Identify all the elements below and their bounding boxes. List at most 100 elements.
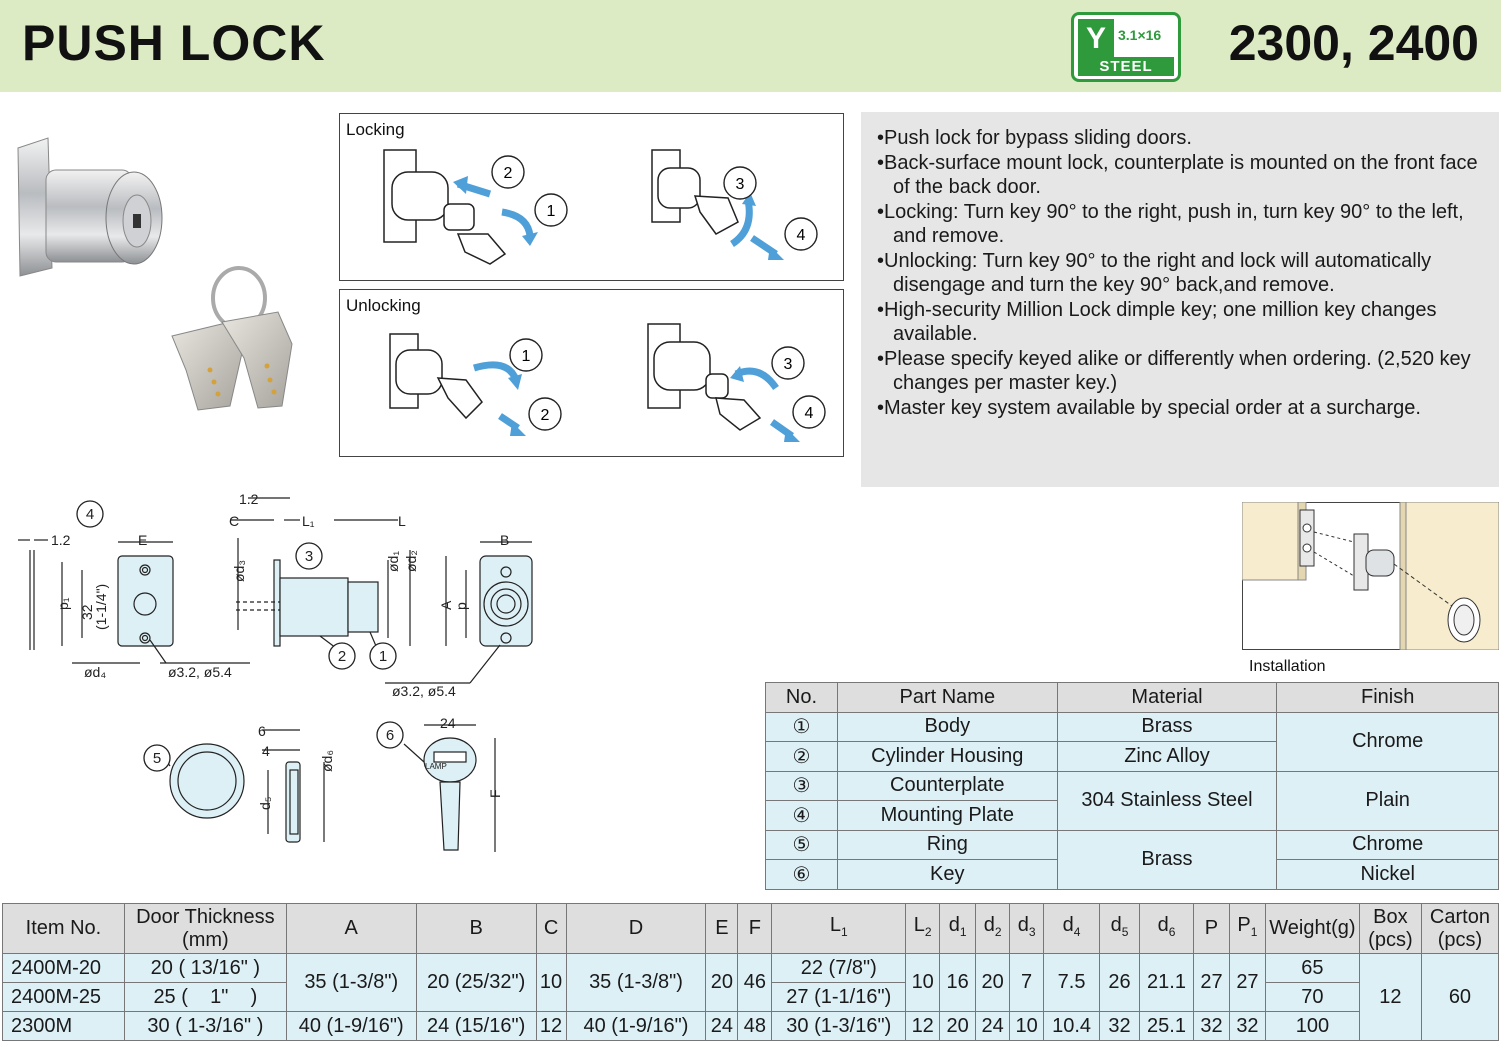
part-name: Key (836, 859, 1058, 890)
cell-d5: 32 (1099, 1011, 1141, 1041)
col-f: F (737, 903, 773, 954)
col-c: C (535, 903, 567, 954)
dim-od4: ød₄ (84, 664, 106, 680)
col-a: A (285, 903, 417, 954)
step-1: 1 (547, 203, 556, 220)
dim-p: p (453, 602, 469, 610)
dim-od6: ød₆ (319, 750, 335, 772)
cell-e: 20 (705, 953, 739, 1012)
header-bar: PUSH LOCK Y 3.1×16 STEEL 2300, 2400 (0, 0, 1501, 92)
dim-1-2-a: 1.2 (51, 532, 71, 548)
step-3: 3 (736, 176, 745, 193)
col-d6: d6 (1139, 903, 1194, 954)
table-row: ⑥ Key Nickel (765, 859, 1499, 890)
part-name: Ring (836, 829, 1058, 860)
cell-l1: 22 (7/8") (771, 953, 907, 983)
badge-material: STEEL (1078, 57, 1174, 76)
col-b: B (415, 903, 537, 954)
col-l1: L1 (771, 903, 907, 954)
dim-l: L (398, 513, 406, 529)
dim-p1: p₁ (55, 597, 71, 610)
dim-f: F (487, 789, 503, 798)
dim-l1: L₁ (302, 513, 315, 529)
dim-32-in: (1-1/4") (93, 584, 109, 630)
cell-d4: 10.4 (1043, 1011, 1101, 1041)
cell-l2: 12 (905, 1011, 941, 1041)
table-row: ③ Counterplate 304 Stainless Steel Plain (765, 770, 1499, 831)
cell-b: 24 (15/16") (415, 1011, 537, 1041)
locking-label: Locking (346, 120, 405, 139)
col-d4: d4 (1043, 903, 1101, 954)
cell-d1: 16 (939, 953, 977, 1012)
dim-od1: ød₁ (385, 551, 401, 572)
part-finish: Chrome (1276, 711, 1499, 772)
col-p1: P1 (1228, 903, 1266, 954)
callout-5: 5 (153, 750, 161, 767)
feature-item: High-security Million Lock dimple key; o… (877, 298, 1485, 347)
callout-2: 2 (338, 648, 346, 665)
cell-d5: 26 (1099, 953, 1141, 1012)
col-p: P (1192, 903, 1230, 954)
table-row: 2300M 30 ( 1-3/16" ) 40 (1-9/16") 24 (15… (2, 1011, 1499, 1041)
col-d2: d2 (975, 903, 1011, 954)
door-thickness: 30 ( 1-3/16" ) (123, 1011, 287, 1041)
door-thickness: 20 ( 13/16" ) (123, 953, 287, 983)
dim-od2: ød₂ (403, 550, 419, 572)
steel-badge: Y 3.1×16 STEEL (1071, 12, 1181, 82)
col-d1: d1 (939, 903, 977, 954)
col-l2: L2 (905, 903, 941, 954)
cell-f: 46 (737, 953, 773, 1012)
dim-holes-a: ø3.2, ø5.4 (168, 664, 232, 680)
cell-d3: 7 (1009, 953, 1045, 1012)
dim-c: C (229, 513, 239, 529)
col-box: Box(pcs) (1358, 903, 1422, 954)
table-row: 2400M-20 20 ( 13/16" ) 35 (1-3/8") 20 (2… (2, 953, 1500, 1041)
dim-od3: ød₃ (231, 560, 247, 582)
part-name: Mounting Plate (836, 800, 1058, 831)
cell-weight: 70 (1264, 982, 1360, 1012)
part-finish: Nickel (1276, 859, 1499, 890)
cell-d6: 25.1 (1139, 1011, 1194, 1041)
badge-size: 3.1×16 (1118, 27, 1162, 43)
col-item: Item No. (2, 903, 125, 954)
table-row: ② Cylinder Housing Zinc Alloy (765, 741, 1499, 772)
feature-item: Master key system available by special o… (877, 396, 1485, 421)
part-material: Brass (1056, 711, 1278, 742)
cell-a: 40 (1-9/16") (285, 1011, 417, 1041)
product-photo (17, 137, 293, 411)
locking-illustration: 2 1 3 4 (383, 149, 818, 265)
part-material: Brass (1056, 829, 1278, 890)
parts-table: No. Part Name Material Finish ① Body Bra… (765, 682, 1499, 890)
dim-d5: d₅ (257, 797, 273, 810)
dim-4: 4 (262, 743, 270, 759)
part-number: ② (765, 741, 838, 772)
installation-diagram (1242, 502, 1499, 650)
cell-l1: 30 (1-3/16") (771, 1011, 907, 1041)
item-no: 2400M-20 (2, 953, 125, 983)
col-door: Door Thickness(mm) (123, 903, 287, 954)
spec-table: Item No. Door Thickness(mm) A B C D E F … (2, 903, 1500, 1041)
unlocking-panel: Unlocking 1 2 3 4 (339, 289, 844, 457)
cell-d2: 24 (975, 1011, 1011, 1041)
part-number: ⑤ (765, 829, 838, 860)
col-weight: Weight(g) (1264, 903, 1360, 954)
dim-e: E (138, 532, 147, 548)
cell-d: 35 (1-3/8") (565, 953, 707, 1012)
unlocking-label: Unlocking (346, 296, 421, 315)
cell-e: 24 (705, 1011, 739, 1041)
part-name: Body (836, 711, 1058, 742)
cell-p1: 27 (1228, 953, 1266, 1012)
item-no: 2400M-25 (2, 982, 125, 1012)
key-brand: LAMP (425, 762, 447, 771)
table-row: 2400M-25 25 ( 1" ) 27 (1-1/16") 70 (2, 982, 1499, 1012)
item-no: 2300M (2, 1011, 125, 1041)
cell-carton: 60 (1420, 953, 1500, 1041)
table-row: ① Body Brass Chrome (765, 711, 1499, 772)
cell-a: 35 (1-3/8") (285, 953, 417, 1012)
feature-list: Push lock for bypass sliding doors. Back… (861, 112, 1499, 487)
installation-label: Installation (1249, 658, 1326, 675)
part-name: Counterplate (836, 770, 1058, 801)
feature-item: Back-surface mount lock, counterplate is… (877, 151, 1485, 200)
callout-6: 6 (386, 727, 394, 744)
cell-d: 40 (1-9/16") (565, 1011, 707, 1041)
